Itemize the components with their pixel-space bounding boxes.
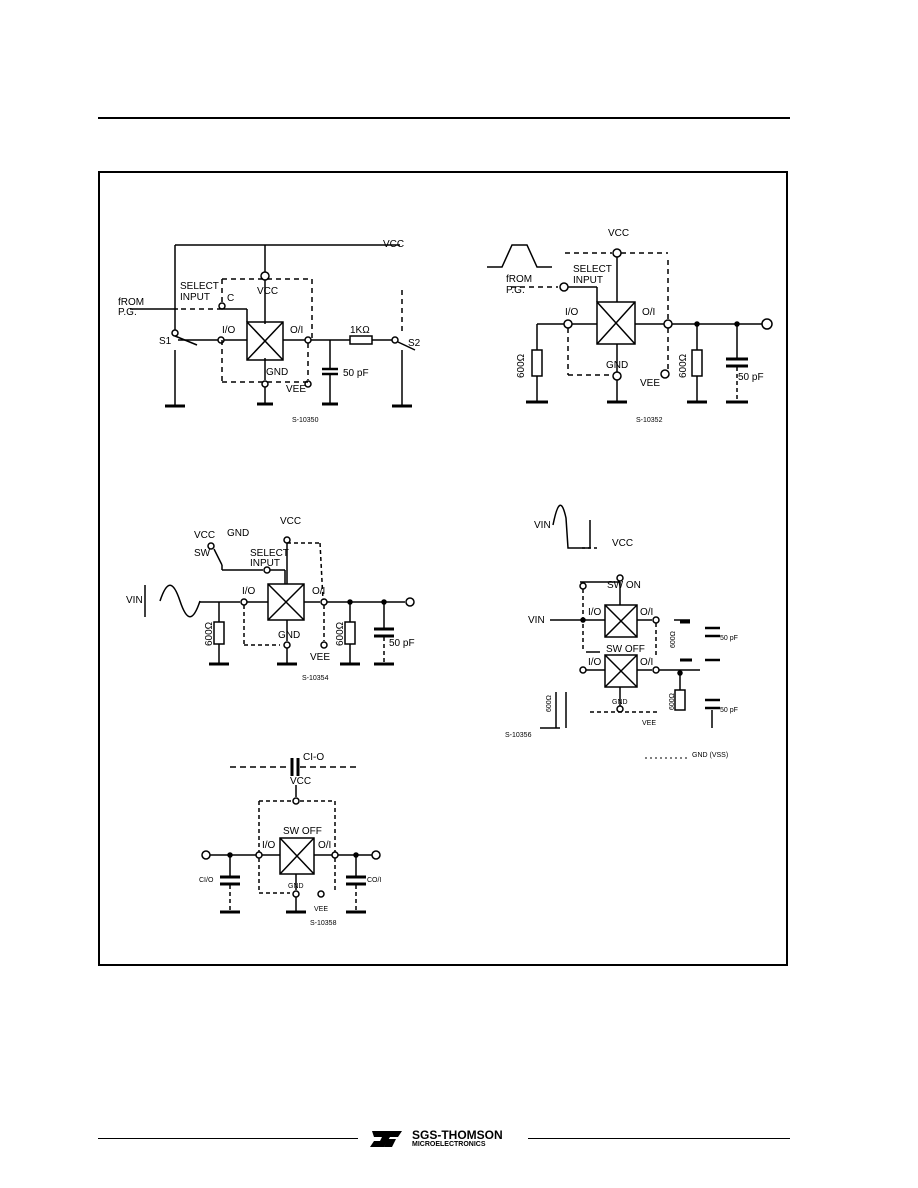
c1-code-label: S-10350 [292,417,319,424]
c4-gnd-label: GND [612,699,628,706]
c1-pg-label: P.G. [118,307,137,318]
circuit-s-10356 [540,504,720,759]
c3-vin-label: VIN [126,595,143,606]
c2-input-label: INPUT [573,275,603,286]
c2-io-label: I/O [565,307,579,318]
c4-r1-label: 600Ω [670,631,677,648]
c2-vcc-label: VCC [608,228,629,239]
c4-cap1-label: 50 pF [720,635,738,642]
c2-select-label: SELECT [573,264,612,275]
company-name: SGS-THOMSON [412,1128,503,1142]
c1-cap-label: 50 pF [343,368,369,379]
c4-io-top-label: I/O [588,607,602,618]
c5-sw-off-label: SW OFF [283,826,322,837]
c5-cio-label: CI-O [303,752,324,763]
c1-oi-label: O/I [290,325,303,336]
c5-io-label: I/O [262,840,276,851]
circuit-s-10350 [130,244,416,408]
header-rule [98,117,790,119]
c3-oi-label: O/I [312,586,325,597]
c4-vee-label: VEE [642,720,656,727]
c4-cap2-label: 50 pF [720,707,738,714]
c1-c-label: C [227,293,234,304]
c2-vee-label: VEE [640,378,660,389]
c3-r2-label: 600Ω [335,621,346,646]
c4-io-bot-label: I/O [588,657,602,668]
c4-r2-label: 600Ω [669,693,676,710]
sgs-thomson-logo: SGS-THOMSON MICROELECTRONICS [368,1127,523,1153]
c2-oi-label: O/I [642,307,655,318]
c3-r1-label: 600Ω [204,621,215,646]
c4-sw-on-label: SW ON [607,580,641,591]
c3-vcc-sw-label: VCC [194,530,215,541]
c5-code-label: S-10358 [310,920,337,927]
c1-s1-label: S1 [159,336,172,347]
footer-rule-left [98,1138,358,1139]
c4-vin-wave-label: VIN [534,520,551,531]
c3-select-label: SELECT [250,548,289,559]
circuit-s-10354 [144,536,415,666]
c3-cap-label: 50 pF [389,638,415,649]
c5-oi-label: O/I [318,840,331,851]
circuit-s-10358 [201,758,381,914]
c3-vee-label: VEE [310,652,330,663]
company-division: MICROELECTRONICS [412,1141,486,1148]
c3-input-label: INPUT [250,558,280,569]
c1-input-label: INPUT [180,292,210,303]
c3-gnd-b-label: GND [278,630,300,641]
c1-gnd-label: GND [266,367,288,378]
c2-cap-label: 50 pF [738,372,764,383]
st-logo-icon [370,1131,402,1147]
c4-vcc-label: VCC [612,538,633,549]
c4-sw-off-label: SW OFF [606,644,645,655]
c5-vcc-label: VCC [290,776,311,787]
c3-sw-label: SW [194,548,211,559]
c1-vcc-label: VCC [257,286,278,297]
c1-s2-label: S2 [408,338,421,349]
c5-vee-label: VEE [314,906,328,913]
c2-gnd-label: GND [606,360,628,371]
figure-frame [98,171,788,966]
c2-code-label: S-10352 [636,417,663,424]
c5-ci-o-label: CI/O [199,877,214,884]
c3-gnd-label: GND [227,528,249,539]
c1-vcc-top-label: VCC [383,239,404,250]
c4-vin-label: VIN [528,615,545,626]
c4-gnd-vss-label: GND (VSS) [692,752,728,759]
c3-code-label: S-10354 [302,675,329,682]
c1-io-label: I/O [222,325,236,336]
footer-rule-right [528,1138,790,1139]
c3-vcc-label: VCC [280,516,301,527]
c5-gnd-label: GND [288,883,304,890]
c2-r2-label: 600Ω [678,353,689,378]
c1-select-label: SELECT [180,281,219,292]
c4-r3-label: 600Ω [546,695,553,712]
c2-r1-label: 600Ω [516,353,527,378]
c5-co-i-label: CO/I [367,877,381,884]
circuit-s-10352 [487,244,773,404]
c1-vee-label: VEE [286,384,306,395]
c4-oi-bot-label: O/I [640,657,653,668]
c1-from-label: fROM [118,297,144,308]
c1-r-label: 1KΩ [350,325,370,336]
c4-code-label: S-10356 [505,732,532,739]
c2-pg-label: P.G. [506,285,525,296]
c4-oi-top-label: O/I [640,607,653,618]
c2-from-label: fROM [506,274,532,285]
c3-io-label: I/O [242,586,256,597]
